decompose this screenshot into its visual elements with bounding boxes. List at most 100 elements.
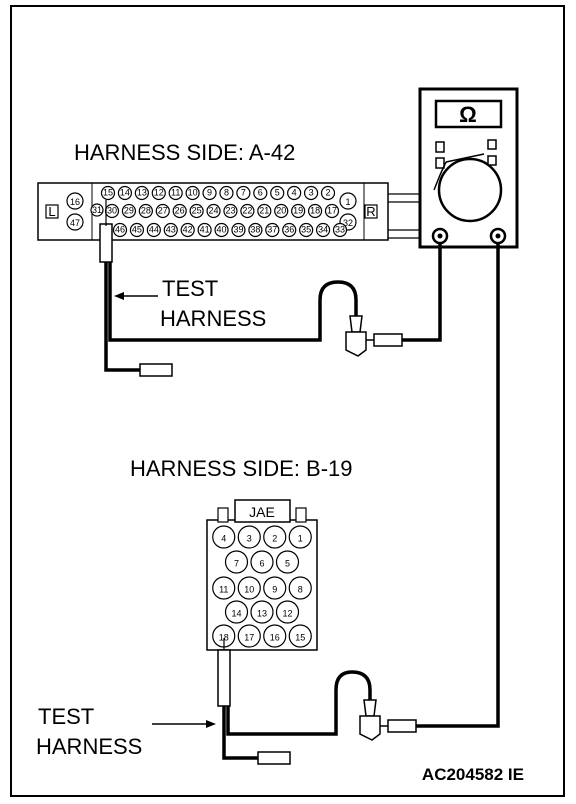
pin-cavity bbox=[214, 222, 229, 238]
pin-cavity bbox=[288, 525, 312, 549]
pin-cavity bbox=[134, 185, 149, 201]
pin-label: 38 bbox=[250, 225, 260, 235]
pin-label: 9 bbox=[272, 584, 277, 594]
range-marker-2 bbox=[435, 157, 445, 169]
pin-label: 42 bbox=[183, 225, 193, 235]
pin-cavity bbox=[274, 203, 289, 219]
connector-a42-left-tag bbox=[45, 204, 59, 219]
pin-label: 40 bbox=[217, 225, 227, 235]
pin-label: 18 bbox=[310, 206, 320, 216]
pin-cavity bbox=[237, 624, 261, 648]
pin-cavity bbox=[250, 600, 274, 624]
pin-cavity bbox=[299, 222, 314, 238]
pin-cavity bbox=[224, 550, 249, 574]
pin-label: 11 bbox=[219, 584, 228, 594]
pin-label: 46 bbox=[115, 225, 125, 235]
pin-label: 23 bbox=[225, 206, 235, 216]
pin-cavity bbox=[185, 185, 200, 201]
pin-cavity bbox=[117, 185, 133, 201]
pin-label: 3 bbox=[247, 533, 252, 543]
alligator-clip-a42 bbox=[349, 315, 363, 333]
pin-cavity bbox=[231, 222, 246, 238]
connector-b19-tag: JAE bbox=[249, 504, 275, 520]
pin-cavity bbox=[189, 203, 204, 219]
pin-label: 37 bbox=[267, 225, 277, 235]
selector-dial[interactable] bbox=[437, 157, 503, 223]
range-marker-3 bbox=[487, 139, 497, 150]
pin-label: 17 bbox=[244, 632, 254, 642]
pin-cavity bbox=[236, 185, 251, 201]
pin-cavity bbox=[307, 203, 323, 219]
open-lead-a42 bbox=[139, 363, 173, 377]
pin-cavity bbox=[129, 222, 145, 238]
ohm-symbol: Ω bbox=[459, 102, 477, 127]
svg-text:TEST: TEST bbox=[162, 276, 218, 301]
pin-cavity bbox=[172, 203, 187, 219]
test-harness-label-bottom: TEST HARNESS bbox=[36, 704, 216, 759]
test-harness-label-top: TEST HARNESS bbox=[114, 276, 266, 331]
pin-label: 20 bbox=[276, 206, 286, 216]
test-probe-a42 bbox=[99, 223, 113, 263]
pin-label: 10 bbox=[188, 188, 198, 198]
pin-cavity bbox=[202, 185, 217, 201]
pin-cavity bbox=[151, 185, 166, 201]
pin-cavity bbox=[180, 222, 195, 238]
pin-label: 4 bbox=[221, 533, 226, 543]
pin-cavity bbox=[282, 222, 297, 238]
pin-cavity bbox=[288, 576, 312, 600]
pin-cavity bbox=[263, 624, 287, 648]
pin-label: 31 bbox=[92, 205, 102, 215]
pin-cavity bbox=[250, 550, 274, 574]
test-harness-a42-wire bbox=[104, 262, 140, 372]
pin-label: 7 bbox=[241, 188, 246, 198]
pin-label: 34 bbox=[318, 225, 328, 235]
pin-label: 32 bbox=[343, 218, 353, 228]
open-lead-b19 bbox=[257, 751, 291, 765]
pin-label: 2 bbox=[325, 188, 330, 198]
pin-cavity bbox=[324, 203, 340, 219]
pin-cavity bbox=[257, 203, 272, 219]
pin-cavity bbox=[270, 185, 285, 201]
pin-cavity bbox=[291, 203, 306, 219]
pin-label: 13 bbox=[257, 608, 267, 618]
harness-side-b19-label: HARNESS SIDE: B-19 bbox=[130, 456, 353, 481]
pin-cavity bbox=[237, 525, 261, 549]
meter-lead-plug-b19 bbox=[387, 719, 417, 733]
pin-cavity bbox=[197, 222, 212, 238]
pin-label: 43 bbox=[166, 225, 176, 235]
test-probe-b19 bbox=[217, 649, 231, 707]
pin-label: 33 bbox=[335, 225, 345, 235]
range-marker-1 bbox=[435, 141, 445, 153]
pin-label: 16 bbox=[70, 197, 80, 207]
pin-label: 3 bbox=[309, 188, 314, 198]
pin-cavity bbox=[223, 203, 238, 219]
pin-label: 39 bbox=[233, 225, 243, 235]
pin-label: 8 bbox=[298, 584, 303, 594]
range-marker-4 bbox=[487, 155, 497, 166]
pin-cavity bbox=[263, 525, 287, 549]
pin-label: 1 bbox=[345, 197, 350, 207]
pin-cavity bbox=[219, 185, 234, 201]
pin-cavity bbox=[146, 222, 161, 238]
pin-cavity bbox=[212, 525, 236, 549]
connector-b19-tab bbox=[234, 499, 291, 523]
pin-cavity bbox=[240, 203, 255, 219]
pin-label: 30 bbox=[107, 206, 117, 216]
figure-reference: AC204582 IE bbox=[422, 765, 524, 784]
pin-cavity bbox=[288, 624, 312, 648]
harness-side-a42-label: HARNESS SIDE: A-42 bbox=[74, 140, 295, 165]
pin-label: 6 bbox=[259, 558, 264, 568]
pin-label: 14 bbox=[120, 188, 130, 198]
pin-cavity bbox=[155, 203, 170, 219]
pin-label: 5 bbox=[275, 188, 280, 198]
pin-cavity bbox=[138, 203, 153, 219]
test-harness-b19-wire bbox=[222, 706, 258, 760]
pin-label: 15 bbox=[295, 632, 305, 642]
pin-label: 2 bbox=[272, 533, 277, 543]
multimeter-display bbox=[434, 99, 503, 129]
svg-text:HARNESS: HARNESS bbox=[160, 306, 266, 331]
